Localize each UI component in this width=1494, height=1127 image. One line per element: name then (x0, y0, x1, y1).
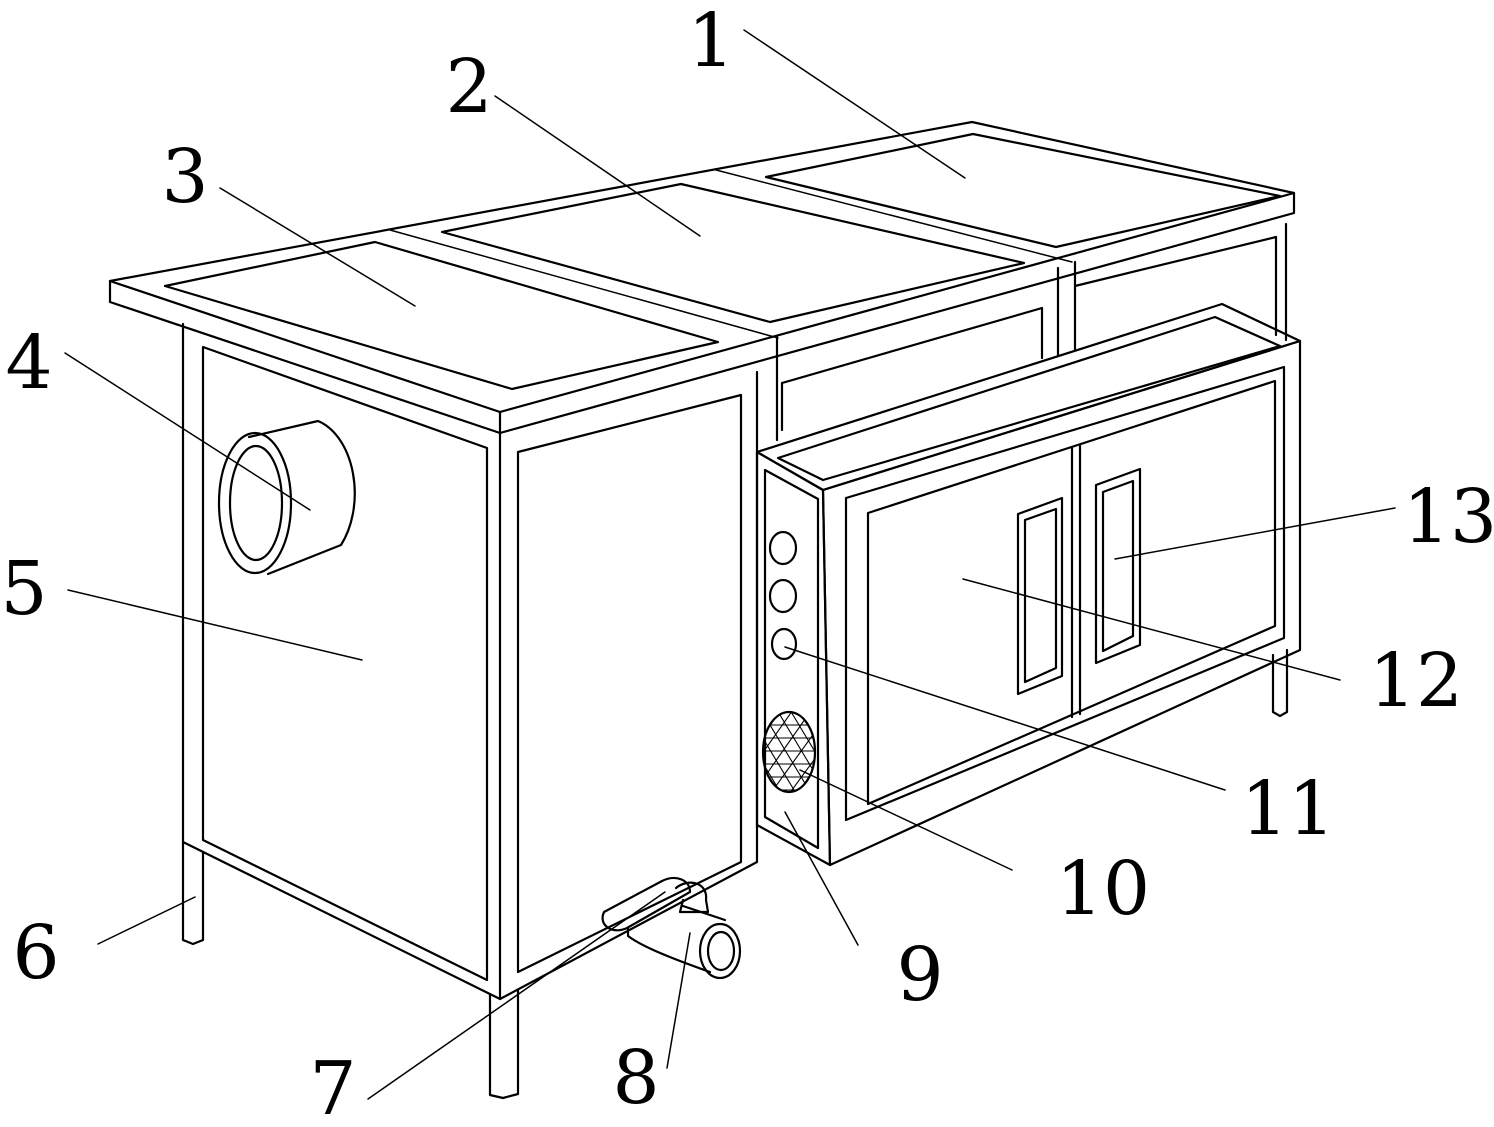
inlet-pipe-4[interactable] (217, 419, 356, 576)
label-13: 13 (1403, 474, 1494, 560)
top-plate (108, 120, 1296, 435)
label-10: 10 (1056, 846, 1150, 932)
label-5: 5 (0, 546, 47, 632)
top-lid-1[interactable] (764, 132, 1282, 249)
door-windows-13 (1016, 467, 1142, 696)
front-panel (516, 393, 743, 974)
side-face-9 (763, 468, 820, 850)
side-panel-5 (201, 345, 489, 982)
label-2: 2 (445, 44, 492, 130)
label-3: 3 (161, 134, 208, 220)
label-7: 7 (309, 1046, 356, 1127)
label-9: 9 (896, 932, 943, 1018)
label-12: 12 (1369, 638, 1463, 724)
label-8: 8 (612, 1035, 659, 1121)
leader-lines (64, 29, 1396, 1100)
label-11: 11 (1241, 766, 1335, 852)
label-6: 6 (12, 910, 59, 996)
indicator-lights-11 (768, 530, 798, 661)
fan-grille-10 (761, 710, 817, 794)
label-1: 1 (687, 0, 734, 84)
legs-6 (181, 648, 1289, 1100)
door-panel-12[interactable] (844, 365, 1286, 822)
drain-valve-7[interactable] (601, 876, 710, 932)
control-box (755, 302, 1302, 867)
top-lid-3[interactable] (163, 240, 720, 391)
outlet-pipe-8[interactable] (626, 904, 742, 980)
top-lid-2[interactable] (440, 182, 1026, 324)
label-4: 4 (5, 320, 52, 406)
